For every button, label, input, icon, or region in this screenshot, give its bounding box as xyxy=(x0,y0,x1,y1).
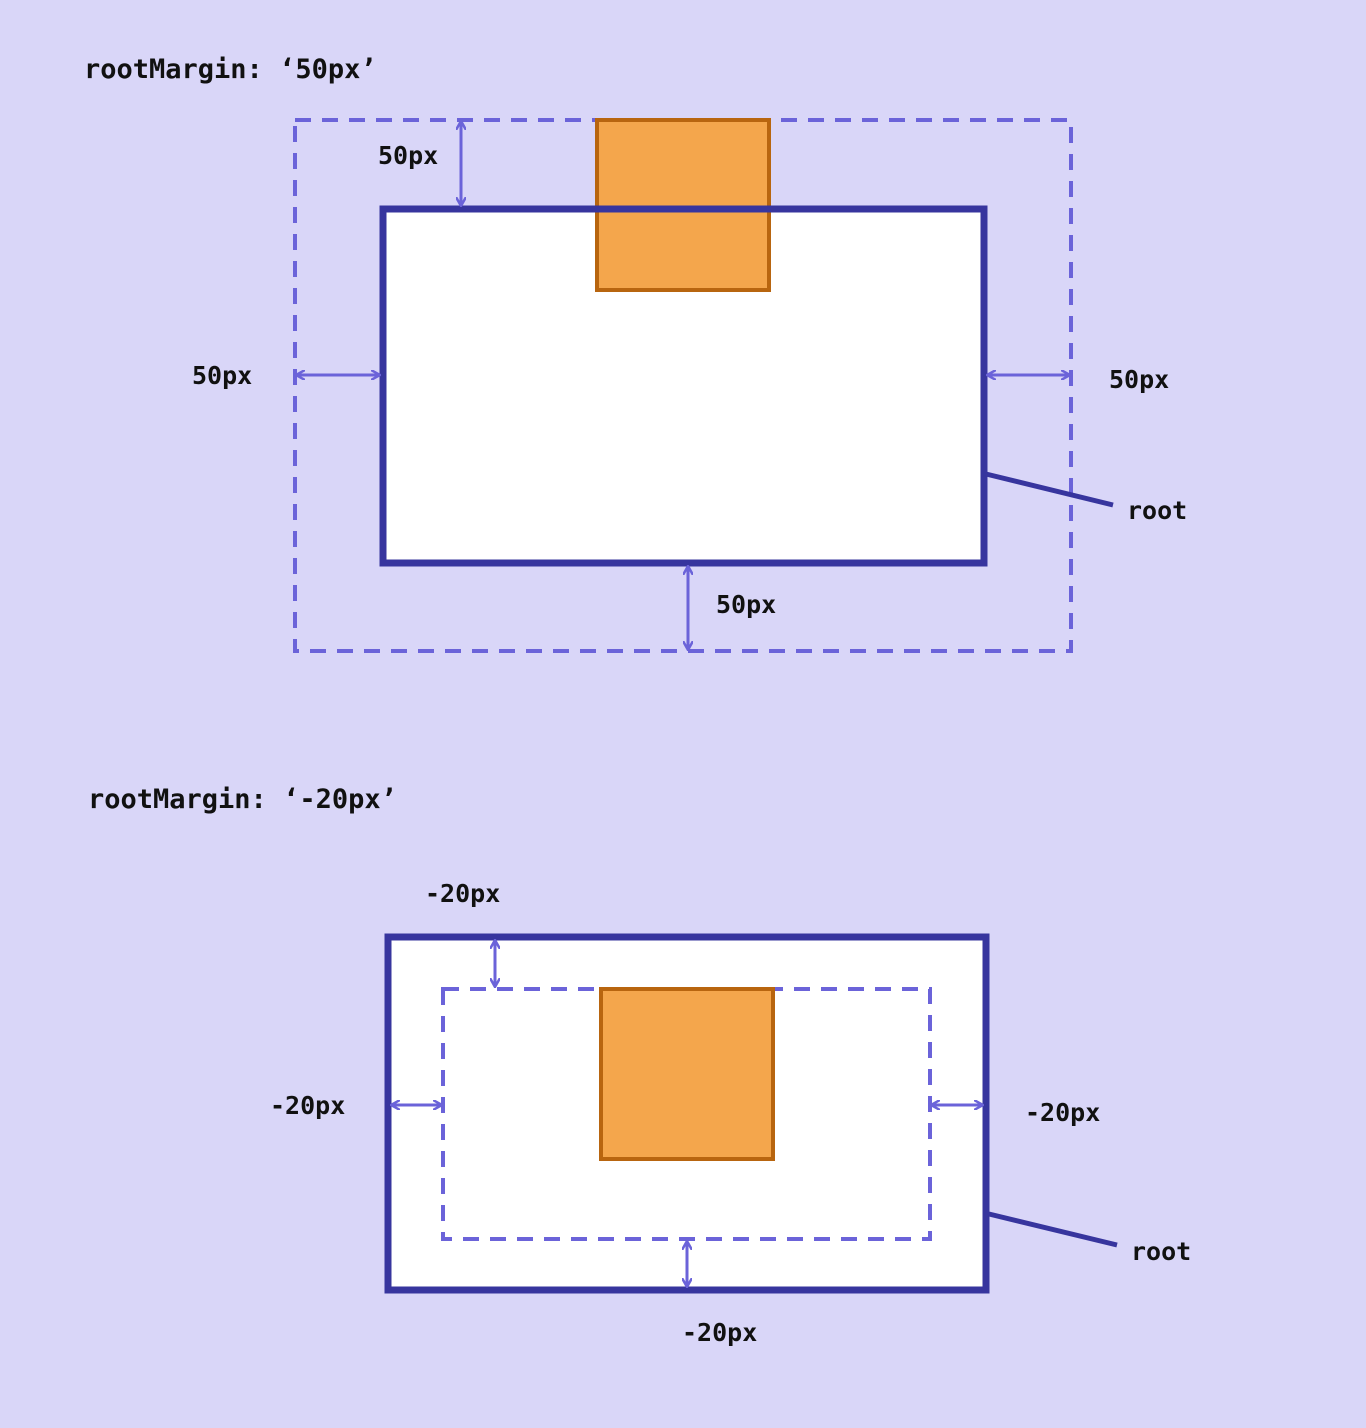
target-element xyxy=(599,987,775,1161)
root-pointer-line xyxy=(988,1211,1118,1248)
target-element xyxy=(595,118,771,292)
left-margin-label: 50px xyxy=(192,361,252,390)
negative-title: rootMargin: ‘-20px’ xyxy=(88,784,397,815)
right-margin-label: 50px xyxy=(1109,365,1169,394)
root-label: root xyxy=(1127,496,1187,525)
bottom-margin-label: -20px xyxy=(682,1318,757,1347)
bottom-margin-label: 50px xyxy=(716,590,776,619)
left-margin-label: -20px xyxy=(270,1091,345,1120)
root-pointer-line xyxy=(985,471,1114,508)
negative-margin-diagram: rootMargin: ‘-20px’ -20px -20px -20px -2… xyxy=(88,784,1191,1347)
root-label: root xyxy=(1131,1237,1191,1266)
positive-title: rootMargin: ‘50px’ xyxy=(84,54,377,85)
top-margin-label: 50px xyxy=(378,141,438,170)
top-margin-label: -20px xyxy=(425,879,500,908)
positive-margin-diagram: rootMargin: ‘50px’ 50px 50px 50px 50px r… xyxy=(84,54,1187,653)
right-margin-label: -20px xyxy=(1025,1098,1100,1127)
